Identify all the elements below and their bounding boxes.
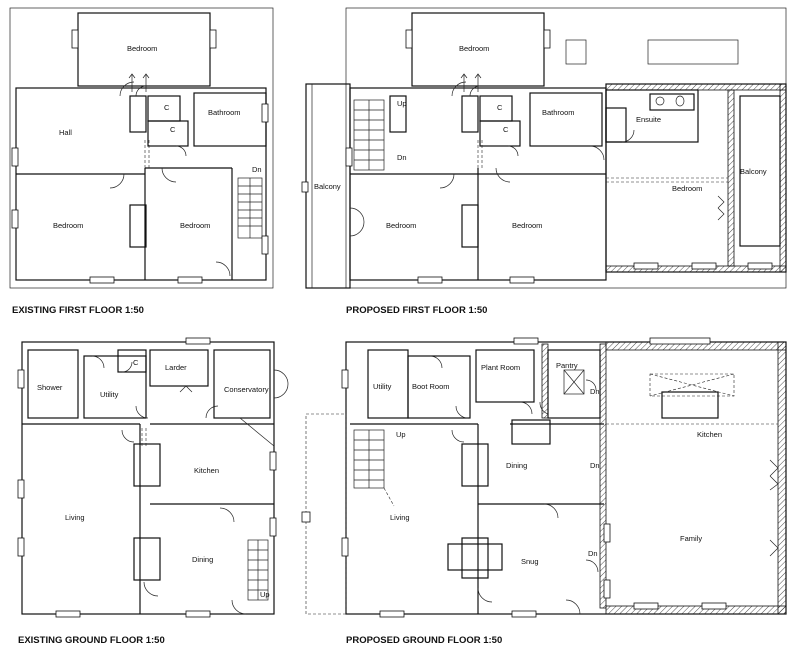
room-label: Utility xyxy=(100,390,119,399)
room-label: C xyxy=(497,103,503,112)
room-label: Snug xyxy=(521,557,539,566)
room-label: Bedroom xyxy=(53,221,83,230)
room-label: Pantry xyxy=(556,361,578,370)
room-label: Dn xyxy=(590,387,600,396)
room-label: C xyxy=(133,358,139,367)
plan-title: EXISTING FIRST FLOOR 1:50 xyxy=(12,305,144,316)
room-label: Balcony xyxy=(314,182,341,191)
room-label: Bedroom xyxy=(512,221,542,230)
plan-title: EXISTING GROUND FLOOR 1:50 xyxy=(18,635,165,646)
room-label: Dn xyxy=(252,165,262,174)
room-label: Larder xyxy=(165,363,187,372)
plan-title: PROPOSED FIRST FLOOR 1:50 xyxy=(346,305,487,316)
room-label: Conservatory xyxy=(224,385,269,394)
room-label: Dn xyxy=(397,153,407,162)
room-label: Dining xyxy=(192,555,213,564)
existing-first-floor-plan: Bedroom Hall C C Bathroom Dn Bedroom Bed… xyxy=(9,7,274,316)
room-label: Bathroom xyxy=(542,108,575,117)
room-label: Ensuite xyxy=(636,115,661,124)
room-label: Bathroom xyxy=(208,108,241,117)
room-label: Up xyxy=(260,590,270,599)
room-label: Bedroom xyxy=(672,184,702,193)
existing-first-stair xyxy=(237,177,263,239)
room-label: Shower xyxy=(37,383,63,392)
existing-ground-stair xyxy=(247,539,269,601)
room-label: Up xyxy=(397,99,407,108)
room-label: Bedroom xyxy=(459,44,489,53)
room-label: Bedroom xyxy=(127,44,157,53)
room-label: C xyxy=(164,103,170,112)
room-label: Dn xyxy=(588,549,598,558)
room-label: C xyxy=(503,125,509,134)
room-label: Bedroom xyxy=(386,221,416,230)
existing-ground-floor-plan: Shower Utility C Larder Conservatory Kit… xyxy=(17,337,289,646)
room-label: Boot Room xyxy=(412,382,450,391)
room-label: Utility xyxy=(373,382,392,391)
room-label: Living xyxy=(390,513,410,522)
room-label: C xyxy=(170,125,176,134)
room-label: Hall xyxy=(59,128,72,137)
room-label: Dn xyxy=(590,461,600,470)
plan-title: PROPOSED GROUND FLOOR 1:50 xyxy=(346,635,502,646)
room-label: Kitchen xyxy=(194,466,219,475)
room-label: Bedroom xyxy=(180,221,210,230)
room-label: Dining xyxy=(506,461,527,470)
room-label: Living xyxy=(65,513,85,522)
proposed-ground-floor-plan: Utility Boot Room Plant Room Pantry Dn U… xyxy=(301,337,787,646)
room-label: Up xyxy=(396,430,406,439)
room-label: Balcony xyxy=(740,167,767,176)
room-label: Family xyxy=(680,534,702,543)
room-label: Kitchen xyxy=(697,430,722,439)
proposed-first-floor-plan: Bedroom Up Dn C C Bathroom Ensuite Balco… xyxy=(301,7,787,316)
proposed-ground-stair xyxy=(353,429,395,507)
proposed-first-stair xyxy=(353,99,385,171)
room-label: Plant Room xyxy=(481,363,520,372)
